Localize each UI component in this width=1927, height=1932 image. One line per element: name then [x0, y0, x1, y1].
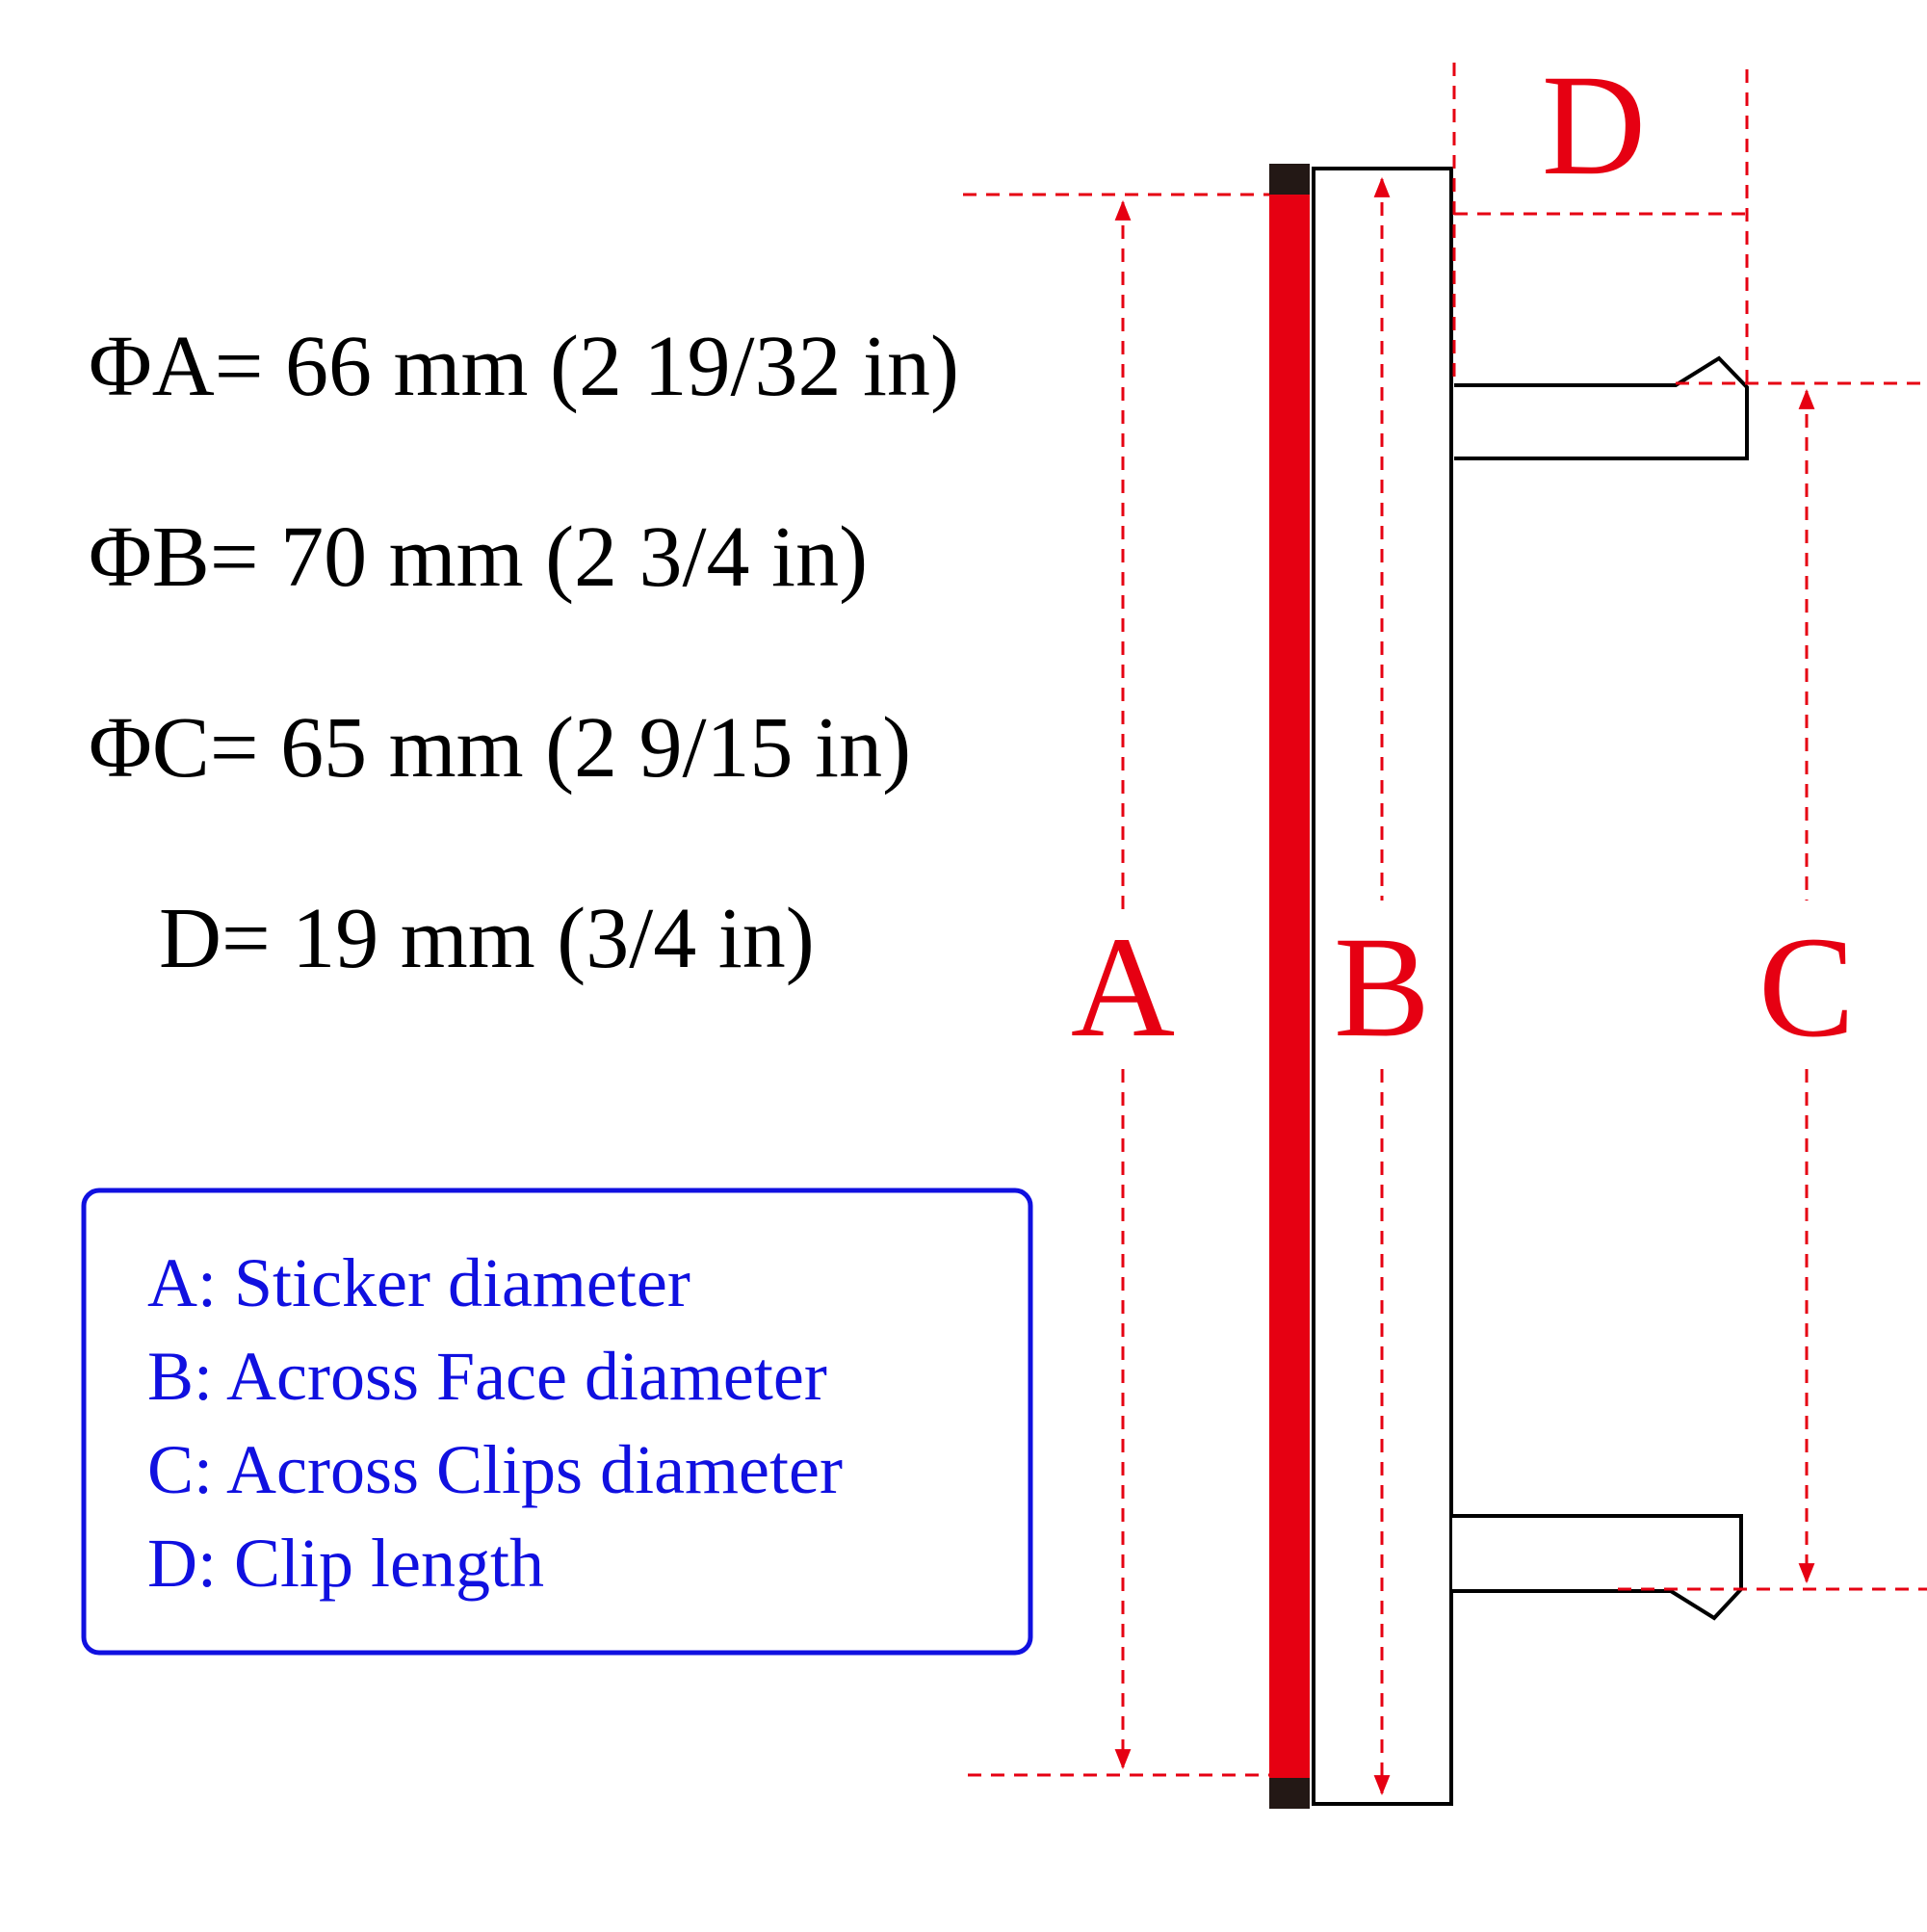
spec-list: ΦA= 66 mm (2 19/32 in) ΦB= 70 mm (2 3/4 …	[89, 319, 959, 986]
dimension-labels: A B C D	[1071, 45, 1855, 1067]
dim-label-b: B	[1334, 907, 1430, 1067]
legend-border	[81, 1188, 1033, 1656]
sticker-cap-top	[1269, 164, 1310, 195]
dim-label-d: D	[1542, 45, 1646, 205]
sticker-strip	[1269, 164, 1310, 1809]
legend-item-a: A: Sticker diameter	[147, 1244, 690, 1321]
sticker-cap-bottom	[1269, 1778, 1310, 1809]
spec-b: ΦB= 70 mm (2 3/4 in)	[89, 509, 868, 605]
legend-item-d: D: Clip length	[147, 1525, 544, 1602]
spec-a: ΦA= 66 mm (2 19/32 in)	[89, 319, 959, 414]
spec-d: D= 19 mm (3/4 in)	[159, 891, 815, 986]
dim-label-c: C	[1758, 907, 1855, 1067]
legend-item-b: B: Across Face diameter	[147, 1338, 827, 1415]
legend-box: A: Sticker diameter B: Across Face diame…	[81, 1188, 1033, 1656]
clip-top	[1454, 355, 1749, 460]
dim-label-a: A	[1071, 907, 1175, 1067]
legend-item-c: C: Across Clips diameter	[147, 1431, 843, 1508]
clip-bottom	[1452, 1514, 1743, 1621]
spec-c: ΦC= 65 mm (2 9/15 in)	[89, 700, 911, 796]
dimension-lines	[963, 63, 1927, 1796]
